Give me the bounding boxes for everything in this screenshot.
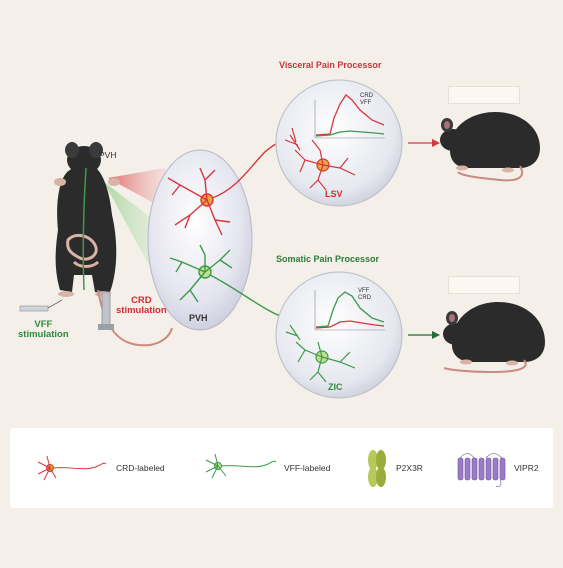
- pvh-oval-label: PVH: [189, 313, 208, 323]
- mouse-standing: [54, 142, 173, 347]
- crd-stimulation-label: CRD stimulation: [116, 295, 167, 316]
- lsv-traces: [314, 94, 385, 139]
- vff-filament: [19, 299, 63, 312]
- zic-neuron: [285, 324, 356, 383]
- mouse-somatic-pain: [443, 302, 545, 374]
- lsv-trace-label-1: CRD: [360, 93, 373, 99]
- legend-label-crd: CRD-labeled: [116, 463, 165, 473]
- somatic-title: Somatic Pain Processor: [276, 254, 380, 264]
- lsv-neuron: [284, 127, 356, 191]
- legend-label-vff: VFF-labeled: [284, 463, 331, 473]
- vff-neuron-icon: [205, 453, 277, 479]
- crd-neuron-icon: [37, 455, 107, 481]
- zic-circle: [275, 271, 403, 399]
- mouse-visceral-pain: [440, 112, 540, 182]
- zic-trace-label-1: VFF: [358, 288, 370, 294]
- zic-traces: [314, 290, 385, 331]
- lsv-trace-label-2: VFF: [360, 100, 372, 106]
- vipr2-icon: [457, 453, 506, 488]
- arrow-red: [408, 139, 440, 147]
- crd-balloon-device: [98, 291, 114, 330]
- blank-label-box-top: [448, 86, 520, 104]
- p2x3r-icon: [368, 450, 386, 487]
- arrow-green: [408, 331, 440, 339]
- pvh-vff-neuron: [169, 244, 301, 323]
- pvh-oval: [147, 149, 253, 331]
- lsv-label: LSV: [325, 189, 343, 199]
- blank-label-box-bottom: [448, 276, 520, 294]
- mouse-pvh-label: PVH: [99, 150, 117, 160]
- legend-label-vipr2: VIPR2: [514, 463, 539, 473]
- zic-trace-label-2: CRD: [358, 295, 371, 301]
- vff-stimulation-label: VFF stimulation: [18, 319, 69, 340]
- visceral-title: Visceral Pain Processor: [279, 60, 382, 70]
- zic-label: ZIC: [328, 382, 343, 392]
- lsv-circle: [275, 79, 403, 207]
- legend-label-p2x3r: P2X3R: [396, 463, 423, 473]
